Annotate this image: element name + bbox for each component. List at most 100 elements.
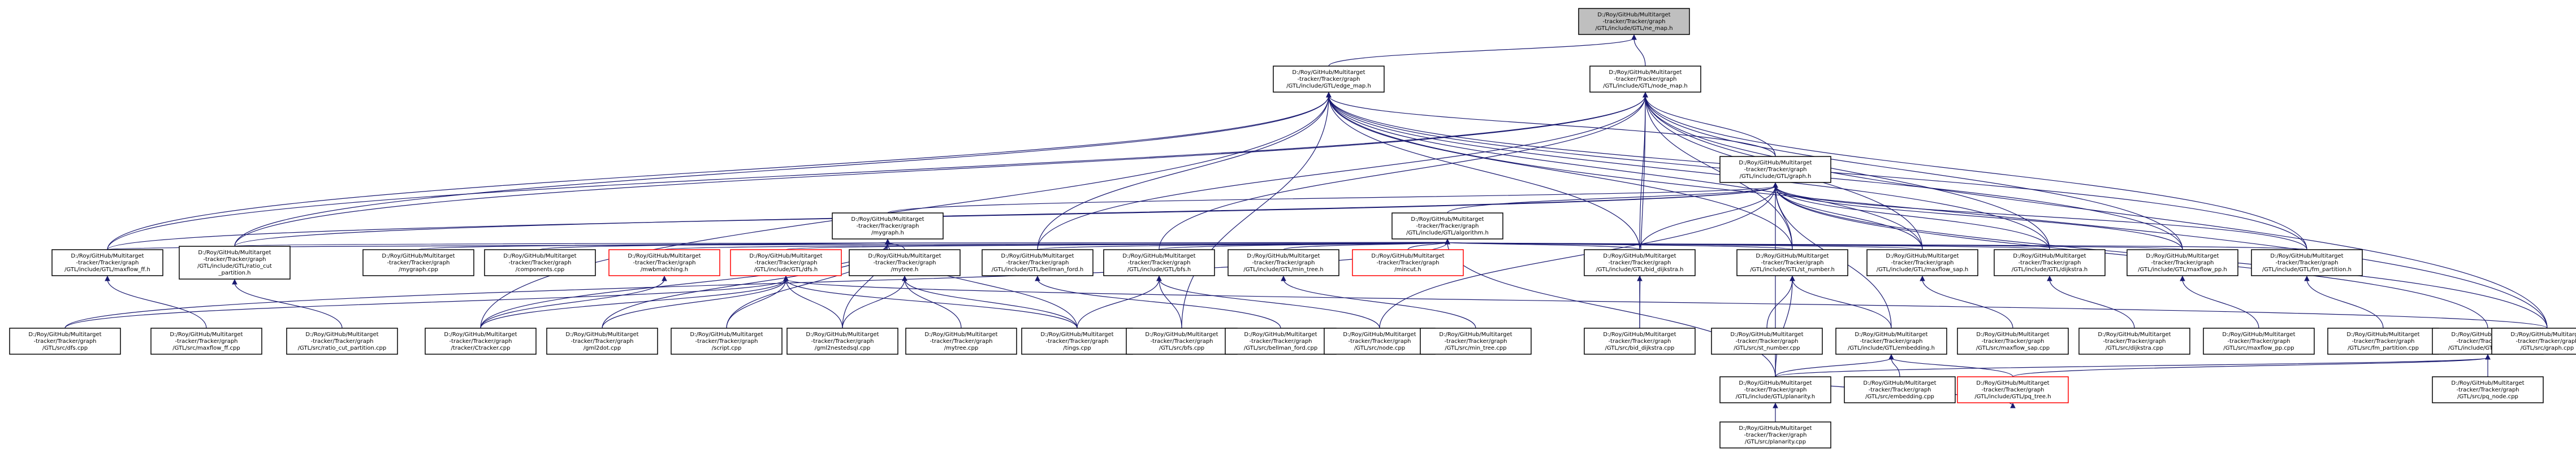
file-node[interactable]: D:/Roy/GitHub/Multitarget-tracker/Tracke… bbox=[1719, 421, 1831, 449]
file-node-label-line: D:/Roy/GitHub/Multitarget bbox=[1886, 253, 1959, 259]
file-node-label-line: /GTL/include/GTL/bid_dijkstra.h bbox=[1596, 267, 1684, 273]
file-node-label-line: D:/Roy/GitHub/Multitarget bbox=[2346, 332, 2419, 338]
file-node-label-line: D:/Roy/GitHub/Multitarget bbox=[868, 253, 941, 259]
file-node[interactable]: D:/Roy/GitHub/Multitarget-tracker/Tracke… bbox=[1994, 249, 2106, 276]
file-node[interactable]: D:/Roy/GitHub/Multitarget-tracker/Tracke… bbox=[1273, 66, 1385, 93]
file-node-label-line: /GTL/include/GTL/maxflow_ff.h bbox=[64, 267, 150, 273]
file-node[interactable]: D:/Roy/GitHub/Multitarget-tracker/Tracke… bbox=[1228, 249, 1339, 276]
file-node-label-line: -tracker/Tracker/graph bbox=[2516, 338, 2576, 345]
file-node[interactable]: D:/Roy/GitHub/Multitarget-tracker/Tracke… bbox=[1225, 328, 1337, 355]
dependency-edge bbox=[105, 275, 207, 329]
file-node[interactable]: D:/Roy/GitHub/Multitarget-tracker/Tracke… bbox=[905, 328, 1017, 355]
file-node[interactable]: D:/Roy/GitHub/Multitarget-tracker/Tracke… bbox=[832, 212, 944, 240]
file-node-label-line: -tracker/Tracker/graph bbox=[1444, 338, 1507, 345]
file-node[interactable]: D:/Roy/GitHub/Multitarget-tracker/Tracke… bbox=[1584, 249, 1696, 276]
file-node[interactable]: D:/Roy/GitHub/Multitarget-tracker/Tracke… bbox=[1957, 328, 2069, 355]
file-node-label-line: D:/Roy/GitHub/Multitarget bbox=[2270, 253, 2343, 259]
file-node[interactable]: D:/Roy/GitHub/Multitarget-tracker/Tracke… bbox=[1736, 249, 1848, 276]
file-node[interactable]: D:/Roy/GitHub/Multitarget-tracker/Tracke… bbox=[671, 328, 783, 355]
file-node[interactable]: D:/Roy/GitHub/Multitarget-tracker/Tracke… bbox=[849, 249, 961, 276]
dependency-edge bbox=[1328, 34, 1637, 67]
file-node-label-line: D:/Roy/GitHub/Multitarget bbox=[806, 332, 879, 338]
file-node[interactable]: D:/Roy/GitHub/Multitarget-tracker/Tracke… bbox=[2078, 328, 2190, 355]
file-node[interactable]: D:/Roy/GitHub/Multitarget-tracker/Tracke… bbox=[9, 328, 121, 355]
file-node-label-line: D:/Roy/GitHub/Multitarget bbox=[749, 253, 822, 259]
file-node-label-line: D:/Roy/GitHub/Multitarget bbox=[628, 253, 701, 259]
file-node-label-line: D:/Roy/GitHub/Multitarget bbox=[1439, 332, 1512, 338]
file-node-label-line: /mygraph.cpp bbox=[399, 267, 438, 273]
file-node-label-line: D:/Roy/GitHub/Multitarget bbox=[28, 332, 101, 338]
file-node[interactable]: D:/Roy/GitHub/Multitarget-tracker/Tracke… bbox=[1126, 328, 1238, 355]
file-node[interactable]: D:/Roy/GitHub/Multitarget-tracker/Tracke… bbox=[1021, 328, 1133, 355]
file-node-label-line: -tracker/Tracker/graph bbox=[1981, 387, 2044, 393]
file-node-label-line: D:/Roy/GitHub/Multitarget bbox=[1244, 332, 1317, 338]
file-node[interactable]: D:/Roy/GitHub/Multitarget-tracker/Tracke… bbox=[1957, 376, 2069, 403]
file-node[interactable]: D:/Roy/GitHub/Multitarget-tracker/Tracke… bbox=[425, 328, 537, 355]
file-node-label-line: D:/Roy/GitHub/Multitarget bbox=[1603, 332, 1676, 338]
file-node-label-line: D:/Roy/GitHub/Multitarget bbox=[565, 332, 638, 338]
file-node[interactable]: D:/Roy/GitHub/Multitarget-tracker/Tracke… bbox=[2327, 328, 2439, 355]
file-node-label-line: D:/Roy/GitHub/Multitarget bbox=[1411, 216, 1484, 223]
file-node-label-line: /GTL/include/GTL/node_map.h bbox=[1603, 83, 1688, 89]
file-node[interactable]: D:/Roy/GitHub/Multitarget-tracker/Tracke… bbox=[1391, 212, 1503, 240]
file-node[interactable]: D:/Roy/GitHub/Multitarget-tracker/Tracke… bbox=[1866, 249, 1978, 276]
file-node-label-line: -tracker/Tracker/graph bbox=[1891, 260, 1953, 266]
dependency-edge bbox=[107, 92, 1332, 250]
file-node-label-line: -tracker/Tracker/graph bbox=[449, 338, 512, 345]
file-node[interactable]: D:/Roy/GitHub/Multitarget-tracker/Tracke… bbox=[608, 249, 720, 276]
file-node[interactable]: D:/Roy/GitHub/Multitarget-tracker/Tracke… bbox=[1103, 249, 1215, 276]
file-node[interactable]: D:/Roy/GitHub/Multitarget-tracker/Tracke… bbox=[546, 328, 658, 355]
file-node[interactable]: D:/Roy/GitHub/Multitarget-tracker/Tracke… bbox=[2251, 249, 2363, 276]
file-node-label-line: -tracker/Tracker/graph bbox=[1868, 387, 1931, 393]
file-node[interactable]: D:/Roy/GitHub/Multitarget-tracker/Tracke… bbox=[1324, 328, 1436, 355]
file-node-label-line: -tracker/Tracker/graph bbox=[1416, 223, 1479, 229]
file-node[interactable]: D:/Roy/GitHub/Multitarget-tracker/Tracke… bbox=[1719, 376, 1831, 403]
file-node-label-line: -tracker/Tracker/graph bbox=[1761, 260, 1823, 266]
file-node-label-line: /GTL/src/maxflow_pp.cpp bbox=[2223, 345, 2294, 351]
file-node-label-line: -tracker/Tracker/graph bbox=[175, 338, 237, 345]
file-node-label-line: /mytree.cpp bbox=[944, 345, 979, 351]
file-node-label-line: D:/Roy/GitHub/Multitarget bbox=[2098, 332, 2171, 338]
file-node[interactable]: D:/Roy/GitHub/Multitarget-tracker/Tracke… bbox=[730, 249, 842, 276]
file-node-label-line: D:/Roy/GitHub/Multitarget bbox=[1730, 332, 1803, 338]
dependency-edge bbox=[1775, 354, 1894, 377]
file-node[interactable]: D:/Roy/GitHub/Multitarget-tracker/Tracke… bbox=[1578, 8, 1690, 35]
file-node[interactable]: D:/Roy/GitHub/Multitarget-tracker/Tracke… bbox=[982, 249, 1093, 276]
file-node[interactable]: D:/Roy/GitHub/Multitarget-tracker/Tracke… bbox=[484, 249, 596, 276]
file-node[interactable]: D:/Roy/GitHub/Multitarget-tracker/Tracke… bbox=[1352, 249, 1464, 276]
file-node-label-line: -tracker/Tracker/graph bbox=[76, 260, 139, 266]
file-node-label-line: /GTL/include/GTL/min_tree.h bbox=[1243, 267, 1323, 273]
file-node[interactable]: D:/Roy/GitHub/Multitarget-tracker/Tracke… bbox=[2432, 376, 2544, 403]
file-node[interactable]: D:/Roy/GitHub/Multitarget-tracker/Tracke… bbox=[1844, 376, 1956, 403]
file-node[interactable]: D:/Roy/GitHub/Multitarget-tracker/Tracke… bbox=[786, 328, 898, 355]
file-node[interactable]: D:/Roy/GitHub/Multitarget-tracker/Tracke… bbox=[362, 249, 474, 276]
file-node[interactable]: D:/Roy/GitHub/Multitarget-tracker/Tracke… bbox=[2203, 328, 2315, 355]
file-node[interactable]: D:/Roy/GitHub/Multitarget-tracker/Tracke… bbox=[1584, 328, 1696, 355]
file-node-label-line: /GTL/src/maxflow_sap.cpp bbox=[1976, 345, 2050, 351]
file-node-label-line: /GTL/src/bid_dijkstra.cpp bbox=[1605, 345, 1675, 351]
file-node[interactable]: D:/Roy/GitHub/Multitarget-tracker/Tracke… bbox=[150, 328, 262, 355]
file-node[interactable]: D:/Roy/GitHub/Multitarget-tracker/Tracke… bbox=[179, 246, 291, 280]
file-node-label-line: D:/Roy/GitHub/Multitarget bbox=[1739, 380, 1812, 386]
file-node[interactable]: D:/Roy/GitHub/Multitarget-tracker/Tracke… bbox=[2127, 249, 2238, 276]
file-node-label-line: -tracker/Tracker/graph bbox=[2227, 338, 2290, 345]
file-node-label-line: D:/Roy/GitHub/Multitarget bbox=[2451, 380, 2524, 386]
dependency-edge bbox=[1773, 402, 1778, 423]
file-node-label-line: D:/Roy/GitHub/Multitarget bbox=[2222, 332, 2295, 338]
file-node[interactable]: D:/Roy/GitHub/Multitarget-tracker/Tracke… bbox=[286, 328, 398, 355]
file-node[interactable]: D:/Roy/GitHub/Multitarget-tracker/Tracke… bbox=[1711, 328, 1823, 355]
file-node-label-line: /components.cpp bbox=[516, 267, 565, 273]
dependency-edge bbox=[1037, 92, 1332, 250]
file-node-label-line: /tracker/Ctracker.cpp bbox=[451, 345, 511, 351]
file-node[interactable]: D:/Roy/GitHub/Multitarget-tracker/Tracke… bbox=[1835, 328, 1947, 355]
dependency-edge bbox=[1447, 182, 1778, 214]
file-node[interactable]: D:/Roy/GitHub/Multitarget-tracker/Tracke… bbox=[1420, 328, 1532, 355]
file-node-label-line: D:/Roy/GitHub/Multitarget bbox=[1001, 253, 1074, 259]
file-node-label-line: /GTL/include/GTL/maxflow_pp.h bbox=[2138, 267, 2227, 273]
file-node[interactable]: D:/Roy/GitHub/Multitarget-tracker/Tracke… bbox=[2491, 328, 2576, 355]
file-node[interactable]: D:/Roy/GitHub/Multitarget-tracker/Tracke… bbox=[51, 249, 163, 276]
file-node-label-line: D:/Roy/GitHub/Multitarget bbox=[1122, 253, 1195, 259]
file-node[interactable]: D:/Roy/GitHub/Multitarget-tracker/Tracke… bbox=[1589, 66, 1701, 93]
file-node-label-line: -tracker/Tracker/graph bbox=[1249, 338, 1312, 345]
file-node[interactable]: D:/Roy/GitHub/Multitarget-tracker/Tracke… bbox=[1719, 156, 1831, 183]
